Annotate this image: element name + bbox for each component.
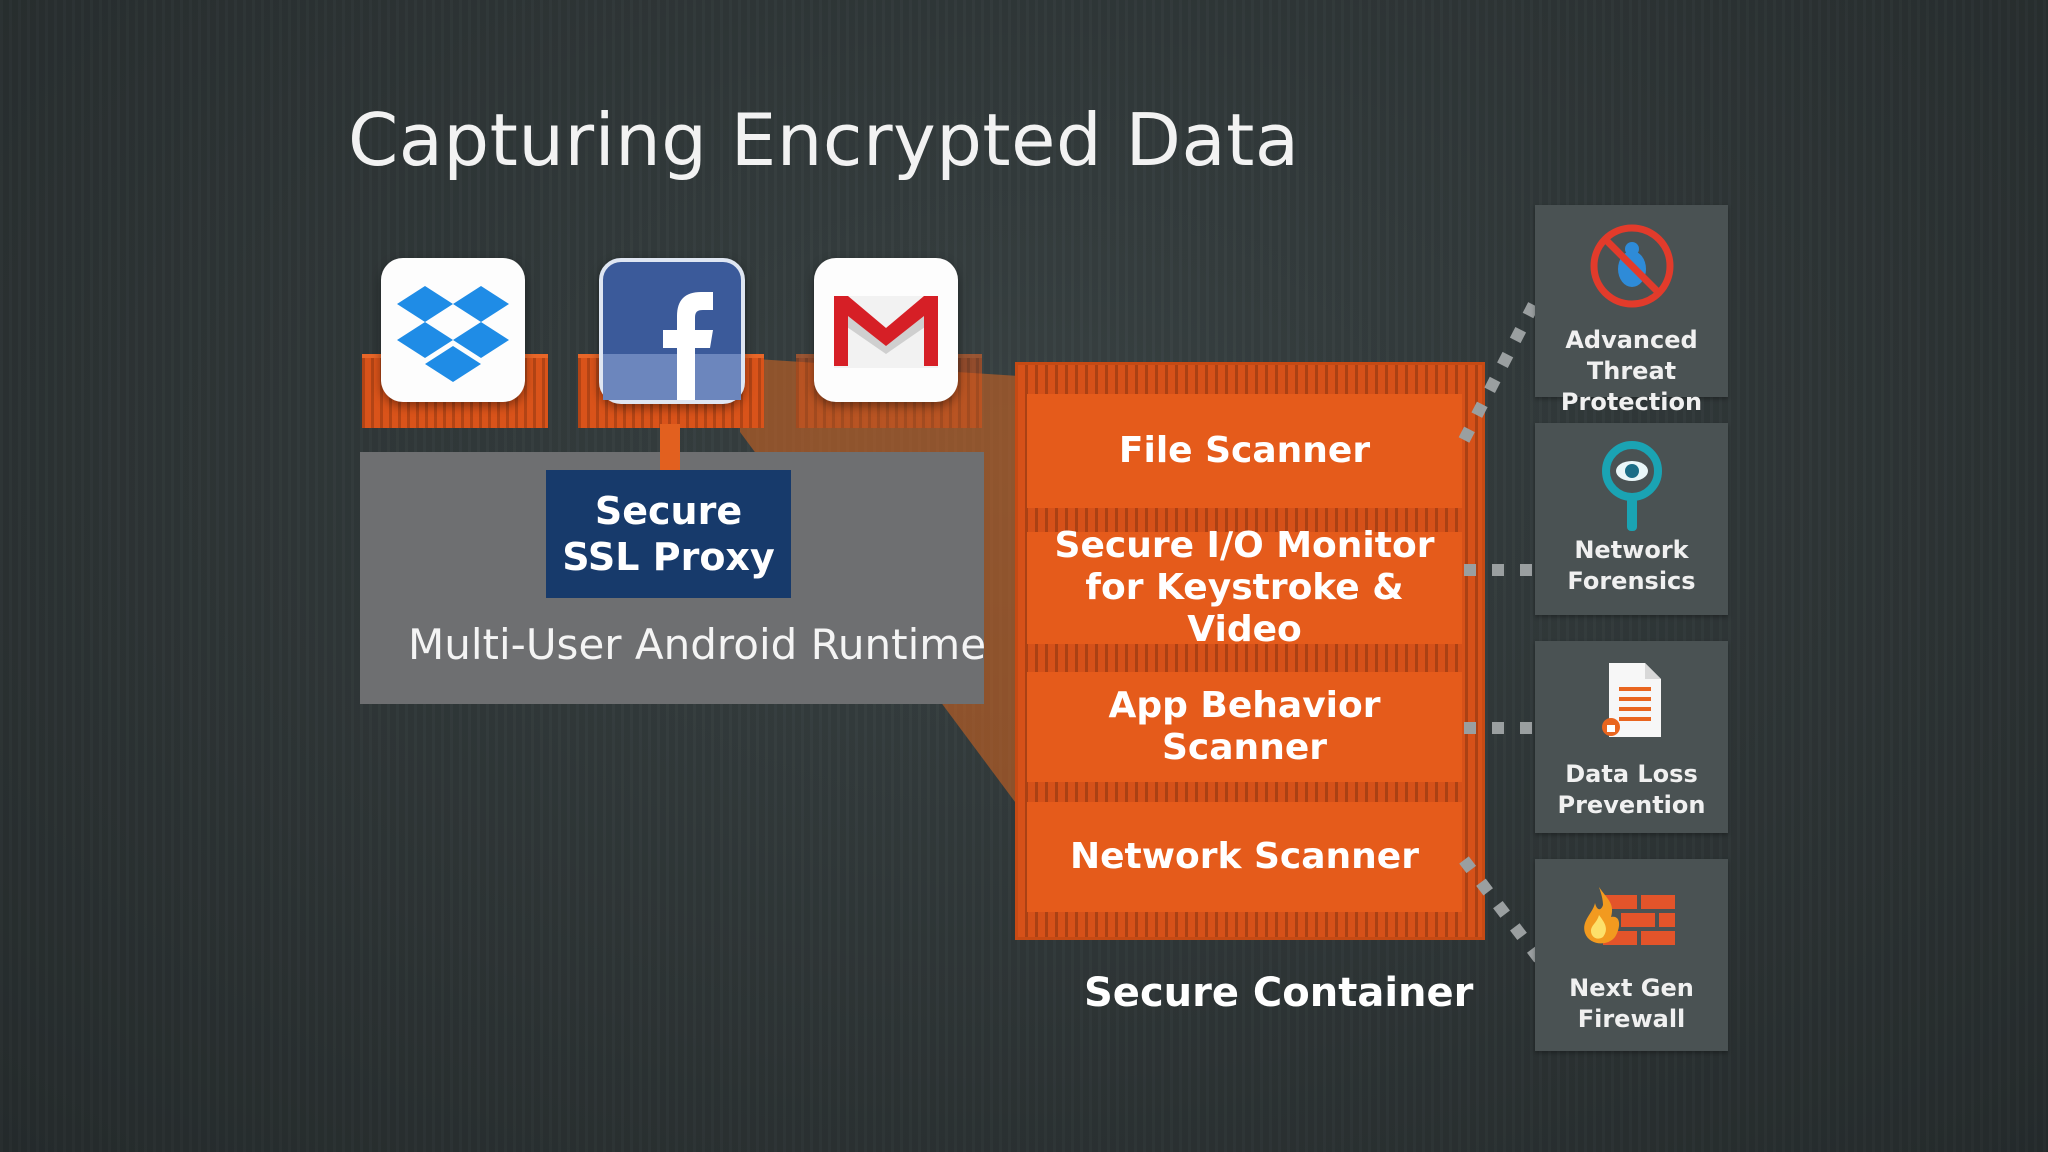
service-tile-threat[interactable]: Advanced Threat Protection [1535,205,1728,416]
tile-label: Advanced Threat Protection [1560,326,1703,416]
container-label: Secure Container [1084,970,1474,1016]
module-label: File Scanner [1118,430,1371,471]
firewall-icon [1584,887,1675,945]
page-title: Capturing Encrypted Data [348,98,1300,182]
proxy-line1: Secure [594,489,743,533]
tile-label: Network Forensics [1567,536,1696,595]
tile-label: Data Loss Prevention [1557,760,1706,819]
module-label: Secure I/O Monitor [1054,525,1435,566]
eye-magnifier-icon [1602,441,1662,531]
service-tile-forensics[interactable]: Network Forensics [1535,423,1728,615]
connector-threat [1458,297,1542,443]
module-label: Network Scanner [1070,836,1419,877]
secure-ssl-proxy: Secure SSL Proxy [546,470,791,598]
document-lock-icon [1602,663,1661,737]
connector-firewall [1459,856,1545,964]
gmail-icon[interactable] [814,258,958,402]
network-scanner-module: Network Scanner [1027,802,1462,912]
runtime-label: Multi-User Android Runtime [408,620,987,669]
module-label: for Keystroke & Video [1085,567,1404,650]
no-bug-icon [1590,224,1674,308]
app-behavior-module: App Behavior Scanner [1027,672,1462,782]
service-tile-firewall[interactable]: Next Gen Firewall [1535,859,1728,1051]
service-tile-dlp[interactable]: Data Loss Prevention [1535,641,1728,833]
dropbox-icon[interactable] [381,258,525,402]
file-scanner-module: File Scanner [1027,394,1462,508]
module-label: App Behavior Scanner [1108,685,1381,768]
proxy-connector [660,424,680,472]
tile-label: Next Gen Firewall [1569,974,1694,1033]
proxy-line2: SSL Proxy [562,535,775,579]
facebook-icon[interactable] [599,258,745,404]
io-monitor-module: Secure I/O Monitor for Keystroke & Video [1027,525,1462,650]
